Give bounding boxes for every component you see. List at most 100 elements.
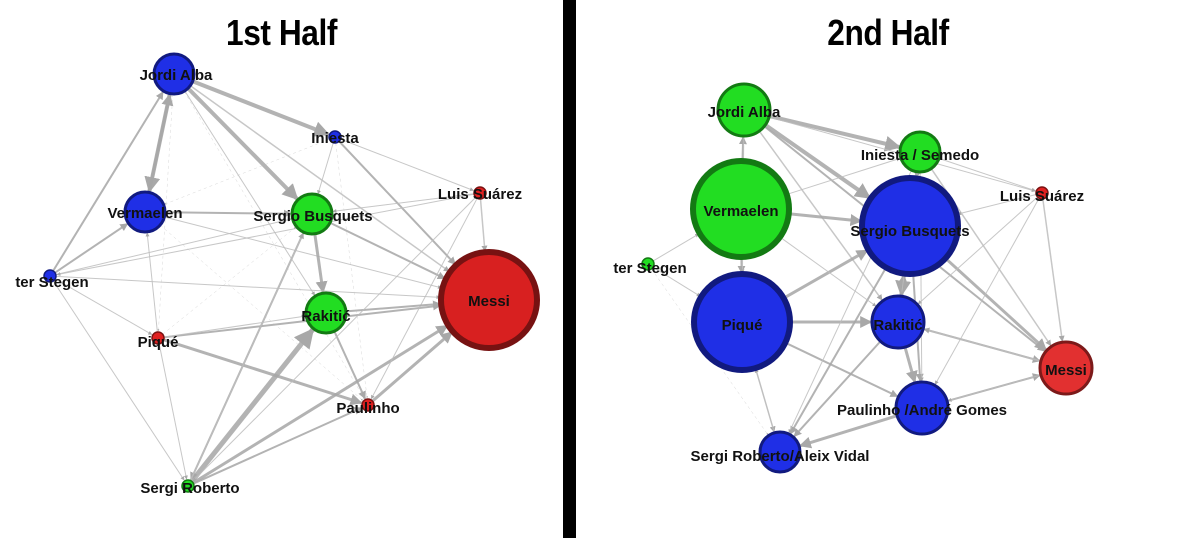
- node-paulinho[interactable]: [361, 398, 375, 412]
- edge-vermaelen-to-sergio-busquets: [164, 209, 292, 218]
- node-label-pique: Piqué: [138, 334, 179, 351]
- node-pique[interactable]: [691, 271, 793, 373]
- edge-iniesta-semedo-to-luis-suarez: [938, 157, 1036, 192]
- node-label-sergio-busquets: Sergio Busquets: [253, 208, 372, 225]
- node-messi[interactable]: [438, 249, 540, 351]
- edge-rakitic-to-messi: [345, 300, 441, 313]
- node-label-iniesta: Iniesta: [311, 130, 359, 147]
- edge-sergio-busquets-to-messi: [944, 257, 1048, 351]
- edge-ter-stegen-to-jordi-alba: [52, 91, 164, 272]
- node-rakitic[interactable]: [870, 294, 926, 350]
- edge-ter-stegen-to-vermaelen: [652, 233, 700, 262]
- edge-ter-stegen-to-pique: [652, 266, 701, 297]
- edge-vermaelen-to-iniesta-semedo: [786, 157, 901, 195]
- edges: [651, 114, 1065, 449]
- node-jordi-alba[interactable]: [152, 52, 196, 96]
- node-label-messi: Messi: [1045, 362, 1087, 379]
- edge-pique-to-messi: [163, 302, 442, 339]
- node-sergi-roberto-aleix-vidal[interactable]: [758, 430, 802, 474]
- edge-vermaelen-to-jordi-alba: [738, 136, 747, 162]
- edge-iniesta-to-luis-suarez: [340, 138, 474, 192]
- node-ter-stegen[interactable]: [641, 257, 655, 271]
- edge-luis-suarez-to-paulinho: [370, 198, 478, 400]
- panel-divider: [563, 0, 576, 538]
- edge-messi-to-rakitic: [923, 327, 1042, 362]
- node-messi[interactable]: [1038, 340, 1094, 396]
- edge-vermaelen-to-messi: [164, 216, 442, 289]
- edge-ter-stegen-to-pique: [54, 278, 153, 335]
- edge-rakitic-to-paulinho: [333, 330, 367, 400]
- node-paulinho-andre-gomes[interactable]: [894, 380, 950, 436]
- node-sergio-busquets[interactable]: [290, 192, 334, 236]
- edge-sergio-busquets-to-rakitic: [313, 233, 328, 294]
- node-label-sergio-busquets: Sergio Busquets: [850, 223, 969, 240]
- edge-jordi-alba-to-iniesta-semedo: [768, 114, 902, 152]
- node-iniesta[interactable]: [328, 130, 342, 144]
- edge-iniesta-to-paulinho: [335, 142, 368, 399]
- node-label-vermaelen: Vermaelen: [107, 205, 182, 222]
- edge-pique-to-paulinho: [163, 338, 363, 406]
- edge-pique-to-sergio-busquets: [782, 249, 869, 300]
- edge-luis-suarez-to-ter-stegen: [56, 193, 475, 276]
- node-pique[interactable]: [151, 331, 165, 345]
- edge-pique-to-rakitic: [163, 314, 306, 338]
- edge-luis-suarez-to-sergi-roberto: [192, 196, 477, 482]
- edge-jordi-alba-to-rakitic: [184, 90, 316, 296]
- node-jordi-alba[interactable]: [716, 82, 772, 138]
- node-label-rakitic: Rakitić: [873, 317, 922, 334]
- second-half-title: 2nd Half: [827, 12, 949, 53]
- edge-sergi-roberto-aleix-vidal-to-pique: [754, 368, 775, 433]
- node-vermaelen[interactable]: [123, 190, 167, 234]
- node-label-paulinho-andre-gomes: Paulinho /André Gomes: [837, 402, 1007, 419]
- edge-rakitic-to-sergi-roberto-aleix-vidal: [793, 340, 882, 438]
- edge-jordi-alba-to-iniesta: [191, 79, 330, 137]
- node-label-sergi-roberto-aleix-vidal: Sergi Roberto/Aleix Vidal: [691, 448, 870, 465]
- edge-vermaelen-to-rakitic: [779, 236, 877, 307]
- node-label-vermaelen: Vermaelen: [703, 203, 778, 220]
- edge-sergi-roberto-to-sergio-busquets: [189, 232, 304, 481]
- edge-jordi-alba-to-sergio-busquets: [764, 123, 872, 200]
- edge-luis-suarez-to-messi: [1042, 198, 1065, 342]
- edge-paulinho-to-messi: [371, 330, 453, 403]
- edge-luis-suarez-to-messi: [479, 198, 488, 252]
- edge-sergi-roberto-to-paulinho: [193, 406, 363, 485]
- node-vermaelen[interactable]: [690, 158, 792, 260]
- edge-vermaelen-to-jordi-alba: [147, 93, 174, 193]
- node-label-paulinho: Paulinho: [336, 400, 399, 417]
- edge-ter-stegen-to-sergio-busquets: [55, 217, 292, 276]
- node-iniesta-semedo[interactable]: [898, 130, 942, 174]
- edge-sergi-roberto-to-messi: [192, 324, 449, 485]
- node-luis-suarez[interactable]: [473, 186, 487, 200]
- edge-pique-to-paulinho-andre-gomes: [784, 341, 899, 398]
- node-label-iniesta-semedo: Iniesta / Semedo: [861, 147, 979, 164]
- edge-sergio-busquets-to-sergi-roberto-aleix-vidal: [789, 267, 887, 435]
- edges: [52, 79, 488, 485]
- edge-jordi-alba-to-sergio-busquets: [186, 86, 299, 201]
- edge-luis-suarez-to-paulinho-andre-gomes: [934, 197, 1040, 385]
- edge-luis-suarez-to-sergio-busquets: [957, 193, 1037, 216]
- node-label-ter-stegen: ter Stegen: [613, 260, 686, 277]
- node-label-sergi-roberto: Sergi Roberto: [140, 480, 239, 497]
- edge-pique-to-sergi-roberto: [158, 343, 188, 480]
- edge-pique-to-sergio-busquets: [162, 226, 296, 335]
- node-label-messi: Messi: [468, 293, 510, 310]
- node-sergi-roberto[interactable]: [181, 479, 195, 493]
- node-luis-suarez[interactable]: [1035, 186, 1049, 200]
- edge-sergio-busquets-to-messi: [329, 221, 446, 280]
- first-half-title: 1st Half: [226, 12, 337, 53]
- edge-ter-stegen-to-vermaelen: [54, 222, 129, 274]
- node-rakitic[interactable]: [304, 291, 348, 335]
- edge-pique-to-vermaelen: [145, 232, 158, 333]
- edge-jordi-alba-to-messi: [189, 85, 450, 273]
- edge-vermaelen-to-sergio-busquets: [788, 212, 863, 226]
- edge-luis-suarez-to-sergio-busquets: [332, 193, 475, 213]
- node-label-jordi-alba: Jordi Alba: [708, 104, 781, 121]
- edge-ter-stegen-to-sergi-roberto: [52, 280, 185, 481]
- edge-luis-suarez-to-rakitic: [917, 196, 1038, 305]
- node-ter-stegen[interactable]: [43, 269, 57, 283]
- node-label-luis-suarez: Luis Suárez: [1000, 188, 1084, 205]
- node-sergio-busquets[interactable]: [859, 175, 961, 277]
